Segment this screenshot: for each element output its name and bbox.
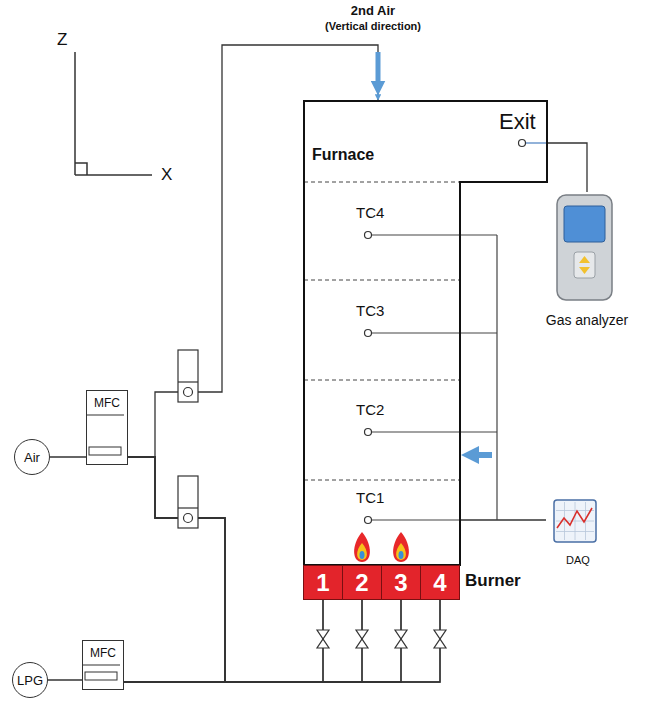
flame-symbol bbox=[354, 532, 409, 562]
axis-label: X bbox=[161, 166, 172, 185]
pipe-connector bbox=[128, 457, 401, 682]
node-text: Air bbox=[24, 450, 40, 465]
air-flow-arrow bbox=[470, 452, 492, 458]
daq-unit: DAQ bbox=[546, 498, 610, 572]
burner-box: 2 bbox=[342, 565, 382, 600]
air-flow-arrow bbox=[376, 52, 381, 88]
pipe-connector bbox=[48, 679, 82, 680]
zone-divider bbox=[304, 182, 459, 480]
analyzer-icon bbox=[538, 192, 630, 304]
axis-symbol bbox=[75, 52, 152, 175]
pipe-connector bbox=[124, 600, 401, 682]
node-text: Exit bbox=[499, 109, 536, 135]
thermocouple-wire bbox=[372, 235, 497, 520]
node-text: LPG bbox=[17, 673, 43, 688]
node-text: Gas analyzer bbox=[538, 312, 636, 328]
mass-flow-controller: MFC bbox=[82, 640, 124, 690]
furnace-shape bbox=[303, 100, 548, 565]
thermocouple-label: TC2 bbox=[356, 402, 384, 419]
burner-box: 4 bbox=[420, 565, 460, 600]
sampling-probe bbox=[519, 140, 549, 147]
pipe-connector bbox=[50, 456, 86, 457]
pipe-connector bbox=[548, 143, 587, 192]
mass-flow-controller: MFC bbox=[86, 390, 128, 465]
daq-icon bbox=[546, 498, 604, 548]
pipe-connector bbox=[128, 457, 362, 682]
node-text: 1 bbox=[316, 569, 329, 597]
air-label: 2nd Air bbox=[351, 4, 395, 18]
pipe-connector bbox=[124, 600, 440, 682]
pipe-connector bbox=[124, 600, 323, 682]
furnace-outline: Furnace Exit bbox=[303, 100, 548, 565]
burner-box: 3 bbox=[381, 565, 421, 600]
pipe-connector bbox=[128, 45, 378, 457]
gas-analyzer: Gas analyzer bbox=[538, 192, 636, 332]
valve-symbol bbox=[317, 630, 446, 648]
air-note: (Vertical direction) bbox=[325, 20, 421, 32]
thermocouple-label: TC1 bbox=[356, 490, 384, 507]
node-text: 4 bbox=[433, 569, 446, 597]
axis-label: Z bbox=[57, 31, 67, 50]
thermocouple-label: TC3 bbox=[356, 303, 384, 320]
node-text: MFC bbox=[87, 391, 127, 410]
node-text: 3 bbox=[394, 569, 407, 597]
pipe-connector bbox=[128, 457, 440, 682]
flowmeter bbox=[178, 350, 198, 528]
node-text: 2 bbox=[355, 569, 368, 597]
node-text: Furnace bbox=[312, 146, 374, 164]
pipe-connector bbox=[124, 600, 362, 682]
pipe-connector bbox=[460, 519, 546, 520]
node-text: DAQ bbox=[546, 554, 610, 566]
lpg-source: LPG bbox=[12, 662, 48, 698]
burner-box: 1 bbox=[303, 565, 343, 600]
air-source: Air bbox=[14, 439, 50, 475]
node-text: MFC bbox=[83, 641, 123, 660]
thermocouple-label: TC4 bbox=[356, 205, 384, 222]
thermocouple-point bbox=[365, 232, 372, 524]
burner-label: Burner bbox=[465, 572, 521, 591]
